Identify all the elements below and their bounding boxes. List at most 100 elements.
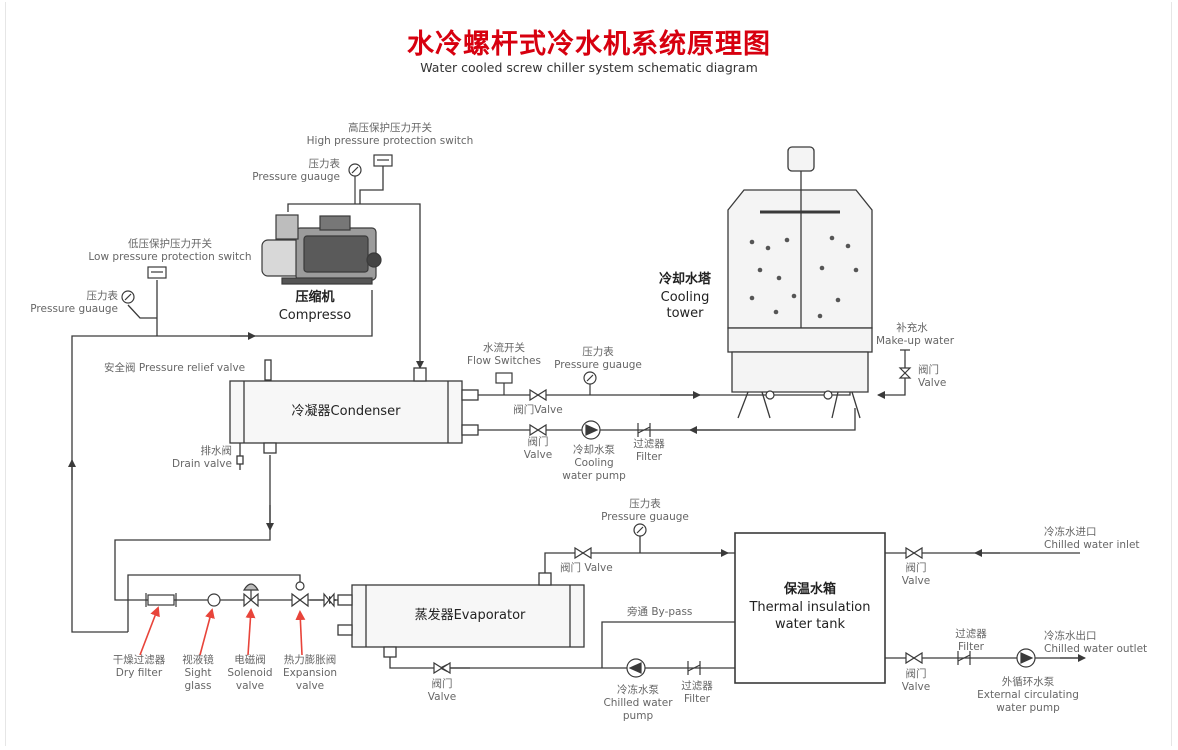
liquid-pipe (114, 455, 340, 601)
flow-switch (495, 372, 513, 395)
cw-return-pipe (478, 408, 856, 431)
valve-evap-in-label-cn: 阀门 (431, 678, 453, 690)
solenoid-valve (242, 583, 260, 608)
makeup-label-en: Make-up water (875, 335, 955, 347)
chw-pump-label-en1: Chilled water (603, 697, 673, 709)
valve-cw-supply (529, 388, 547, 402)
bypass-pipe (601, 621, 735, 668)
hp-switch-label-cn: 高压保护压力开关 (348, 122, 432, 134)
makeup-label-cn: 补充水 (896, 322, 928, 334)
filter-ext (957, 651, 971, 665)
valve-evap-out-label: 阀门 Valve (560, 562, 613, 574)
lp-switch-label-en: Low pressure protection switch (88, 251, 252, 263)
filter-cw (637, 423, 651, 437)
valve-evap-in (433, 661, 451, 675)
evaporator (337, 572, 585, 658)
gauge4-label-en: Pressure guauge (601, 511, 689, 523)
valve-tank-in-label-cn: 阀门 (905, 562, 927, 574)
cooling-tower-label-cn: 冷却水塔 (658, 272, 711, 287)
filter-chw (687, 661, 701, 675)
dry-filter (145, 593, 177, 607)
red-pointer-arrows (139, 606, 306, 656)
pressure-gauge-2 (121, 290, 135, 304)
valve-tank-in-label-en: Valve (901, 575, 931, 587)
relief-valve-label: 安全阀 Pressure relief valve (104, 362, 246, 374)
filter1-label-en: Filter (635, 451, 662, 463)
suction-pipe (71, 290, 373, 633)
chilled-outlet-label-en: Chilled water outlet (1044, 643, 1148, 655)
tank-label-en2: water tank (774, 617, 845, 632)
dry-filter-label-cn: 干燥过滤器 (112, 654, 166, 666)
gauge3-label-cn: 压力表 (582, 346, 614, 358)
page-title: 水冷螺杆式冷水机系统原理图 (407, 29, 771, 60)
valve-evap-in-label-en: Valve (427, 691, 457, 703)
condenser-label: 冷凝器Condenser (291, 404, 401, 419)
hp-switch-stem (359, 165, 384, 204)
filter2-label-en: Filter (683, 693, 710, 705)
chilled-outlet-label-cn: 冷冻水出口 (1044, 630, 1097, 642)
expansion-valve (291, 581, 309, 608)
chilled-inlet-label-cn: 冷冻水进口 (1044, 526, 1097, 538)
solenoid-label-en2: valve (235, 680, 265, 692)
lp-switch-label-cn: 低压保护压力开关 (128, 238, 212, 250)
evap-outlet-pipe (544, 552, 735, 573)
valve-top-label: 阀门Valve (513, 404, 563, 416)
valve-tank-out (905, 651, 923, 665)
pressure-gauge-4 (633, 523, 647, 537)
gauge2-label-cn: 压力表 (86, 290, 119, 302)
ext-pump-label-en2: water pump (996, 702, 1060, 714)
valve-evap-in-shutoff (323, 592, 335, 608)
valve-evap-out (574, 546, 592, 560)
expansion-label-en2: valve (295, 680, 325, 692)
pressure-gauge-3 (583, 371, 597, 395)
drain-label-cn: 排水阀 (200, 445, 233, 457)
thermal-tank (734, 532, 886, 684)
cw-pump-label-cn: 冷却水泵 (573, 444, 615, 456)
hp-switch-label-en: High pressure protection switch (306, 135, 474, 147)
ext-pump-label-en1: External circulating (977, 689, 1079, 701)
lp-gauge-stem (127, 304, 157, 319)
cooling-tower-ports (765, 390, 833, 400)
lp-switch (147, 266, 167, 279)
tank-label-cn: 保温水箱 (783, 582, 836, 597)
dry-filter-label-en: Dry filter (115, 667, 163, 679)
gauge2-label-en: Pressure guauge (30, 303, 118, 315)
sight-label-en2: glass (184, 680, 212, 692)
filter1-label-cn: 过滤器 (633, 438, 665, 450)
page-frame (5, 2, 1172, 746)
ext-pump-label-cn: 外循环水泵 (1001, 676, 1055, 688)
sight-label-cn: 视液镜 (182, 654, 214, 666)
valve-cond-label-en: Valve (523, 449, 553, 461)
expansion-label-en1: Expansion (282, 667, 338, 679)
chilled-water-pump (626, 658, 646, 678)
solenoid-label-cn: 电磁阀 (234, 654, 266, 666)
filter3-label-cn: 过滤器 (955, 628, 987, 640)
gauge4-label-cn: 压力表 (629, 498, 661, 510)
cooling-tower-label-en2: tower (666, 306, 704, 321)
valve-cw-return (529, 423, 547, 437)
gauge1-label-cn: 压力表 (308, 158, 341, 170)
cooling-tower-droplets (749, 235, 859, 319)
flow-switch-label-en: Flow Switches (467, 355, 541, 367)
chw-pump-label-cn: 冷冻水泵 (617, 684, 659, 696)
compressor-label-en: Compresso (278, 308, 352, 323)
external-pump (1016, 648, 1036, 668)
compressor (261, 214, 382, 285)
valve-tank-out-label-en: Valve (901, 681, 931, 693)
valve-cond-label-cn: 阀门 (527, 436, 549, 448)
gauge3-label-en: Pressure guauge (554, 359, 642, 371)
cooling-tower (727, 146, 873, 419)
valve-tower-label-en: Valve (918, 377, 947, 389)
solenoid-label-en1: Solenoid (227, 667, 273, 679)
discharge-pipe (287, 203, 424, 369)
sight-label-en1: Sight (184, 667, 212, 679)
filter2-label-cn: 过滤器 (681, 680, 713, 692)
valve-tower-label-cn: 阀门 (918, 364, 939, 376)
chw-pump-label-en2: pump (622, 710, 654, 722)
pressure-gauge-1 (348, 163, 362, 204)
chilled-inlet-label-en: Chilled water inlet (1044, 539, 1140, 551)
filter3-label-en: Filter (957, 641, 984, 653)
compressor-label-cn: 压缩机 (295, 290, 335, 305)
cw-pump-label-en1: Cooling (574, 457, 614, 469)
